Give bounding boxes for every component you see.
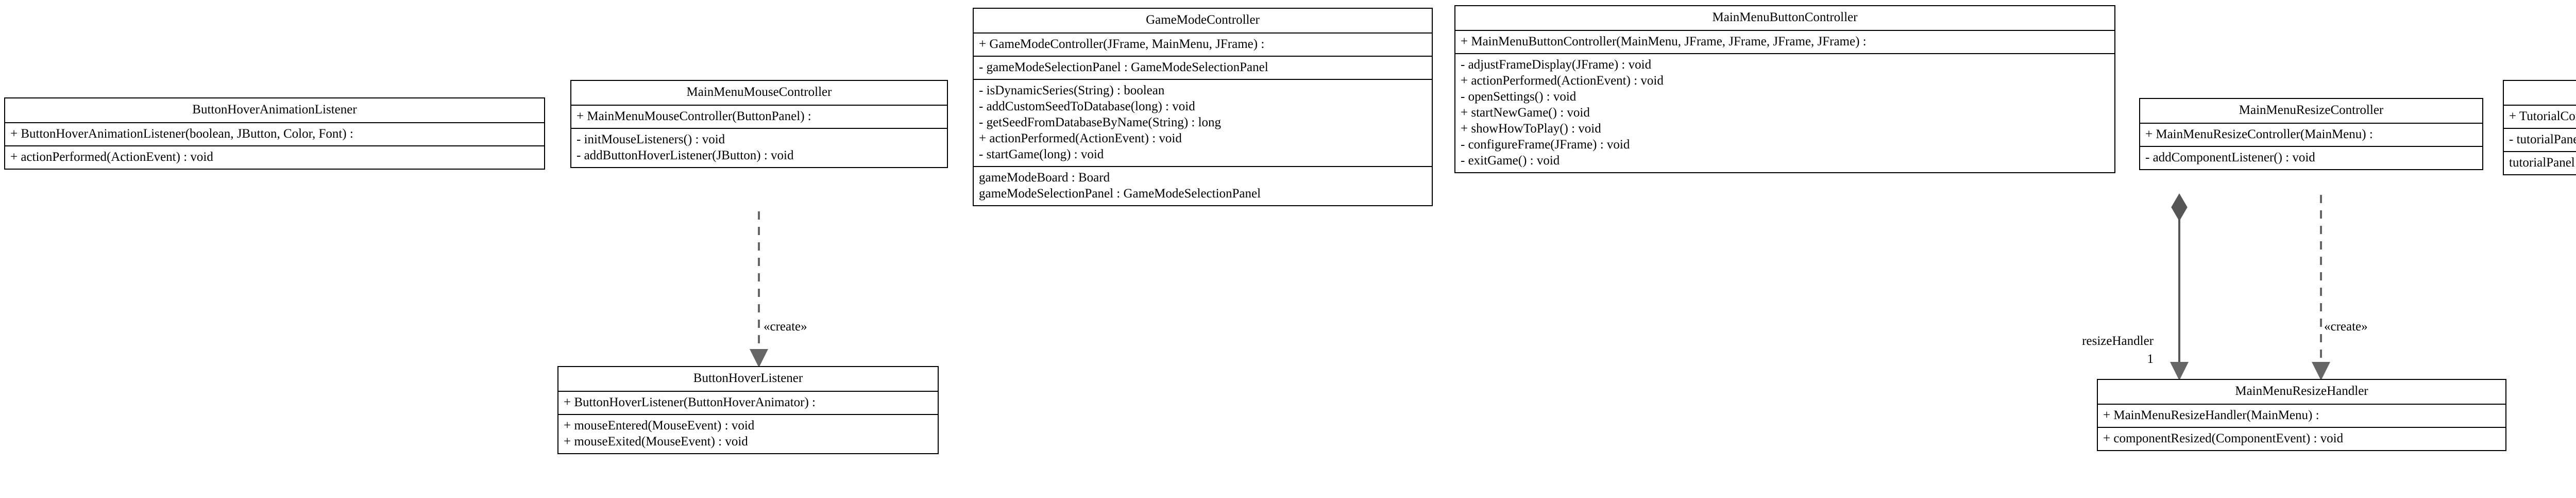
class-member: + MainMenuResizeController(MainMenu) : — [2145, 127, 2373, 141]
class-compartment-operations: - addComponentListener() : void — [2140, 147, 2482, 169]
edge-label-create-buttonhoverlistener: «create» — [764, 320, 807, 334]
class-box-main-menu-button-controller[interactable]: MainMenuButtonController + MainMenuButto… — [1454, 5, 2115, 173]
class-box-main-menu-resize-controller[interactable]: MainMenuResizeController + MainMenuResiz… — [2139, 98, 2483, 170]
class-compartment-constructors: + ButtonHoverListener(ButtonHoverAnimato… — [558, 392, 938, 415]
class-member: + actionPerformed(ActionEvent) : void — [10, 150, 213, 164]
edge-create-mousecontroller-to-buttonhoverlistener — [732, 211, 793, 369]
open-arrowhead — [2170, 362, 2189, 380]
class-compartment-operations: + mouseEntered(MouseEvent) : void + mous… — [558, 415, 938, 453]
class-member: - gameModeSelectionPanel : GameModeSelec… — [979, 60, 1268, 74]
class-member: - configureFrame(JFrame) : void — [1461, 138, 1630, 152]
class-member: - startGame(long) : void — [979, 147, 1104, 161]
class-member: + MainMenuButtonController(MainMenu, JFr… — [1461, 35, 1867, 48]
class-name-button-hover-listener: ButtonHoverListener — [558, 367, 938, 392]
class-member: - adjustFrameDisplay(JFrame) : void — [1461, 58, 1652, 72]
class-compartment-associations: tutorialPanel : JPanel — [2504, 152, 2576, 174]
class-compartment-constructors: + TutorialController(MainMenu, JFrame) : — [2504, 106, 2576, 129]
class-member: - addButtonHoverListener(JButton) : void — [577, 148, 794, 162]
class-name-tutorial-controller: TutorialController — [2504, 81, 2576, 106]
class-box-game-mode-controller[interactable]: GameModeController + GameModeController(… — [973, 8, 1433, 206]
class-member: + componentResized(ComponentEvent) : voi… — [2103, 431, 2344, 445]
class-member: + MainMenuMouseController(ButtonPanel) : — [577, 109, 811, 123]
class-compartment-constructors: + ButtonHoverAnimationListener(boolean, … — [5, 123, 544, 146]
class-compartment-attributes: - gameModeSelectionPanel : GameModeSelec… — [974, 57, 1432, 80]
class-member: - exitGame() : void — [1461, 154, 1560, 168]
class-box-main-menu-mouse-controller[interactable]: MainMenuMouseController + MainMenuMouseC… — [570, 80, 948, 168]
class-box-main-menu-resize-handler[interactable]: MainMenuResizeHandler + MainMenuResizeHa… — [2097, 379, 2506, 451]
class-member: - initMouseListeners() : void — [577, 132, 725, 146]
class-compartment-operations: + actionPerformed(ActionEvent) : void — [5, 146, 544, 169]
class-member: + actionPerformed(ActionEvent) : void — [979, 131, 1182, 145]
class-member: - openSettings() : void — [1461, 90, 1577, 104]
class-member: gameModeBoard : Board — [979, 171, 1110, 185]
class-member: + actionPerformed(ActionEvent) : void — [1461, 74, 1664, 88]
class-member: - getSeedFromDatabaseByName(String) : lo… — [979, 115, 1222, 129]
class-member: - isDynamicSeries(String) : boolean — [979, 84, 1165, 97]
class-member: - addComponentListener() : void — [2145, 151, 2315, 164]
class-member: - tutorialPanel : TutorialPanel — [2509, 132, 2576, 146]
class-member: + mouseEntered(MouseEvent) : void — [564, 419, 755, 433]
class-box-button-hover-listener[interactable]: ButtonHoverListener + ButtonHoverListene… — [557, 366, 939, 454]
class-name-game-mode-controller: GameModeController — [974, 9, 1432, 34]
class-member: + TutorialController(MainMenu, JFrame) : — [2509, 109, 2576, 123]
class-name-button-hover-animation-listener: ButtonHoverAnimationListener — [5, 98, 544, 123]
filled-diamond-decoration — [2171, 193, 2188, 221]
class-member: + GameModeController(JFrame, MainMenu, J… — [979, 37, 1265, 51]
open-arrowhead — [750, 349, 768, 368]
class-compartment-attributes: - tutorialPanel : TutorialPanel — [2504, 129, 2576, 152]
class-compartment-constructors: + MainMenuMouseController(ButtonPanel) : — [571, 106, 947, 129]
class-member: - addCustomSeedToDatabase(long) : void — [979, 99, 1195, 113]
class-name-main-menu-button-controller: MainMenuButtonController — [1455, 6, 2114, 31]
class-name-main-menu-mouse-controller: MainMenuMouseController — [571, 81, 947, 106]
class-box-button-hover-animation-listener[interactable]: ButtonHoverAnimationListener + ButtonHov… — [4, 97, 545, 170]
class-member: + ButtonHoverListener(ButtonHoverAnimato… — [564, 395, 816, 409]
class-member: + mouseExited(MouseEvent) : void — [564, 435, 748, 449]
edge-label-create-resizehandler: «create» — [2324, 320, 2368, 334]
edge-create-resizecontroller-to-resizehandler — [2287, 195, 2349, 383]
open-arrowhead — [2312, 362, 2330, 380]
edge-label-role-resizehandler: resizeHandler — [2082, 334, 2154, 348]
class-name-main-menu-resize-handler: MainMenuResizeHandler — [2098, 380, 2505, 405]
class-compartment-operations: - isDynamicSeries(String) : boolean - ad… — [974, 80, 1432, 167]
class-member: + showHowToPlay() : void — [1461, 122, 1601, 136]
class-compartment-constructors: + MainMenuResizeHandler(MainMenu) : — [2098, 405, 2505, 428]
class-compartment-operations: - initMouseListeners() : void - addButto… — [571, 129, 947, 167]
edge-composition-resizecontroller-to-resizehandler — [2159, 193, 2221, 383]
class-member: + ButtonHoverAnimationListener(boolean, … — [10, 127, 353, 141]
class-member: + MainMenuResizeHandler(MainMenu) : — [2103, 408, 2319, 422]
edge-label-multiplicity-resizehandler: 1 — [2147, 352, 2154, 366]
class-compartment-operations: + componentResized(ComponentEvent) : voi… — [2098, 428, 2505, 450]
class-name-main-menu-resize-controller: MainMenuResizeController — [2140, 99, 2482, 124]
class-member: + startNewGame() : void — [1461, 106, 1590, 120]
class-compartment-associations: gameModeBoard : Board gameModeSelectionP… — [974, 167, 1432, 205]
class-compartment-operations: - adjustFrameDisplay(JFrame) : void + ac… — [1455, 54, 2114, 172]
class-compartment-constructors: + MainMenuButtonController(MainMenu, JFr… — [1455, 31, 2114, 54]
class-box-tutorial-controller[interactable]: TutorialController + TutorialController(… — [2503, 80, 2576, 175]
class-compartment-constructors: + GameModeController(JFrame, MainMenu, J… — [974, 34, 1432, 57]
class-member: gameModeSelectionPanel : GameModeSelecti… — [979, 187, 1261, 201]
class-member: tutorialPanel : JPanel — [2509, 156, 2576, 170]
class-compartment-constructors: + MainMenuResizeController(MainMenu) : — [2140, 124, 2482, 147]
